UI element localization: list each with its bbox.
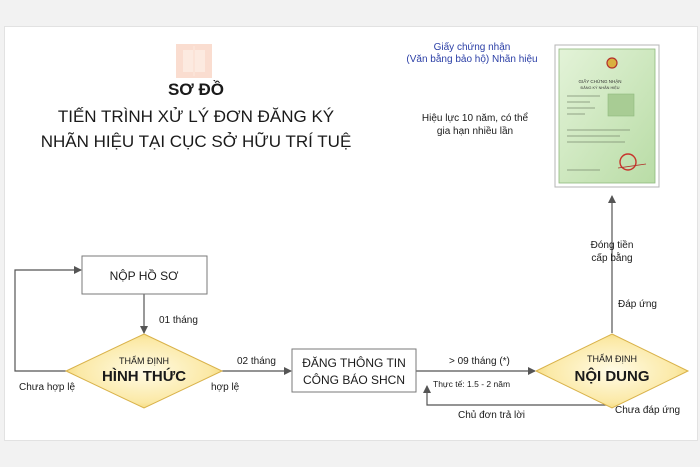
publish-label-line2: CÔNG BÁO SHCN <box>303 372 405 387</box>
edge-pay-line1: Đóng tiền <box>591 239 634 251</box>
validity-line2: gia hạn nhiều lần <box>437 125 513 137</box>
edge-not-met: Chưa đáp ứng <box>615 405 680 416</box>
edge-valid: hợp lệ <box>211 382 240 393</box>
certificate-label-line2: (Văn bằng bảo hộ) Nhãn hiệu <box>406 52 537 65</box>
title-line3: NHÃN HIỆU TẠI CỤC SỞ HỮU TRÍ TUỆ <box>41 132 352 151</box>
faint-logo-icon <box>176 44 212 78</box>
validity-line1: Hiệu lực 10 năm, có thể <box>422 112 529 124</box>
certificate-label-line1: Giấy chứng nhận <box>434 41 511 53</box>
edge-actual: Thực tế: 1.5 - 2 năm <box>433 379 510 389</box>
red-seal-icon <box>619 153 637 171</box>
document-header1: GIẤY CHỨNG NHẬN <box>578 78 621 84</box>
edge-applicant-reply: Chủ đơn trả lời <box>458 409 525 421</box>
edge-invalid: Chưa hợp lệ <box>19 382 75 393</box>
content-exam-big: NỘI DUNG <box>575 367 650 385</box>
edge-one-month: 01 tháng <box>159 315 198 326</box>
title-line1: SƠ ĐỒ <box>168 80 224 99</box>
edge-two-months: 02 tháng <box>237 356 276 367</box>
certificate-document: GIẤY CHỨNG NHẬN ĐĂNG KÝ NHÃN HIỆU <box>554 44 660 188</box>
edge-nine-months: > 09 tháng (*) <box>449 356 510 367</box>
submit-box <box>81 255 208 295</box>
formal-exam-diamond <box>64 333 224 409</box>
submit-label: NỘP HỒ SƠ <box>110 268 179 283</box>
document-header2: ĐĂNG KÝ NHÃN HIỆU <box>580 85 619 90</box>
emblem-icon <box>606 57 618 69</box>
content-exam-diamond <box>534 333 690 409</box>
publish-label-line1: ĐĂNG THÔNG TIN <box>302 355 406 370</box>
formal-exam-big: HÌNH THỨC <box>102 367 186 385</box>
title-line2: TIẾN TRÌNH XỬ LÝ ĐƠN ĐĂNG KÝ <box>58 107 334 126</box>
publish-box <box>291 348 417 393</box>
content-exam-small: THẨM ĐỊNH <box>587 353 637 364</box>
edge-met: Đáp ứng <box>618 299 657 310</box>
formal-exam-small: THẨM ĐỊNH <box>119 355 169 366</box>
edge-pay-line2: cấp bằng <box>591 251 632 264</box>
